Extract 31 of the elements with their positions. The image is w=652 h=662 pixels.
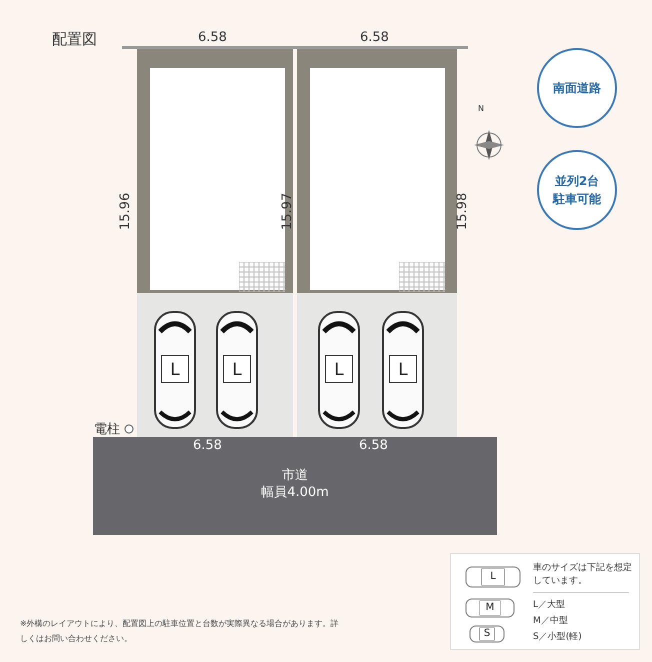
legend-panel	[450, 553, 640, 650]
lot-area	[137, 48, 293, 437]
road-area	[93, 437, 497, 535]
size-letter: L	[482, 569, 504, 585]
size-class-text: M／中型	[533, 614, 568, 627]
legend-note: 車のサイズは下記を想定しています。	[533, 562, 633, 588]
road-label: 市道	[281, 467, 309, 484]
dimension-text: 15.98	[455, 192, 470, 230]
size-letter: L	[325, 355, 353, 383]
badge-text: 並列2台駐車可能	[552, 173, 602, 208]
size-letter: L	[161, 355, 189, 383]
lot-area	[297, 48, 457, 437]
diagram-title: 配置図	[52, 30, 97, 49]
size-letter: L	[223, 355, 251, 383]
dimension-text: 6.58	[198, 30, 227, 45]
dimension-text: 6.58	[193, 438, 222, 453]
badge-text: 南面道路	[552, 80, 602, 97]
house-footprint	[310, 68, 445, 290]
dimension-text: 15.96	[118, 192, 133, 230]
size-letter: S	[480, 628, 494, 640]
size-class-text: L／大型	[533, 598, 566, 611]
footnote: ※外構のレイアウトにより、配置図上の駐車位置と台数が実際異なる場合があります。詳しくはお問い合わせください。	[20, 618, 340, 645]
road-label: 幅員4.00m	[260, 484, 330, 501]
size-letter: M	[480, 601, 500, 615]
size-class-text: S／小型(軽)	[533, 630, 582, 643]
pole-label: 電柱	[94, 421, 120, 438]
dimension-text: 6.58	[360, 30, 389, 45]
size-letter: L	[389, 355, 417, 383]
north-label: N	[478, 104, 484, 113]
dimension-text: 15.97	[280, 192, 295, 230]
dimension-text: 6.58	[359, 438, 388, 453]
